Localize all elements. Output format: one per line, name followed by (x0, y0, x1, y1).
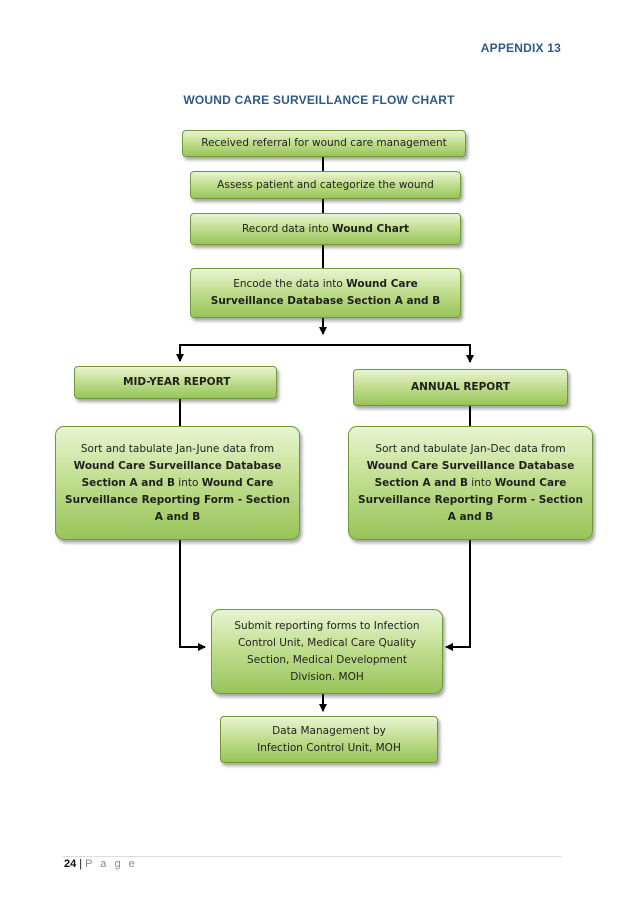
step-text-line: Encode the data into Wound Care (233, 276, 418, 293)
step-text-segment: Wound Care Surveillance Database (366, 459, 575, 472)
step-text-segment: MID-YEAR REPORT (123, 376, 231, 388)
step-text-line: Data Management by (272, 723, 386, 740)
step-text-line: Wound Care Surveillance Database (367, 458, 575, 475)
step-record-data: Record data into Wound Chart (190, 213, 461, 245)
step-text-line: Section, Medical Development (247, 652, 407, 669)
flowchart-title: WOUND CARE SURVEILLANCE FLOW CHART (183, 93, 455, 107)
step-text-segment: Section A and B (81, 476, 175, 489)
step-text-segment: Record data into (241, 222, 333, 235)
step-text-segment: Wound Chart (332, 222, 410, 235)
step-text-line: Section A and B into Wound Care (82, 475, 274, 492)
step-text-segment: A and B (154, 510, 201, 523)
step-text-segment: Wound Care (494, 476, 567, 489)
step-text-line: Section A and B into Wound Care (375, 475, 567, 492)
step-text-segment: Wound Care Surveillance Database (73, 459, 282, 472)
step-text-line: A and B (155, 509, 201, 526)
step-text-line: Received referral for wound care managem… (201, 135, 446, 152)
step-text-line: Infection Control Unit, MOH (257, 740, 401, 757)
step-text-line: MID-YEAR REPORT (123, 374, 230, 391)
page-footer: 24|P a g e (64, 858, 137, 870)
step-text-line: Surveillance Database Section A and B (211, 293, 440, 310)
step-text-line: Sort and tabulate Jan-Dec data from (375, 441, 565, 458)
step-text-line: A and B (448, 509, 494, 526)
step-text-segment: Received referral for wound care managem… (201, 137, 447, 149)
step-text-line: Surveillance Reporting Form - Section (358, 492, 583, 509)
step-assess-patient: Assess patient and categorize the wound (190, 171, 461, 199)
step-text-line: Wound Care Surveillance Database (74, 458, 282, 475)
step-text-line: Submit reporting forms to Infection (234, 618, 419, 635)
step-text-segment: Wound Care (201, 476, 274, 489)
step-text-segment: Submit reporting forms to Infection (234, 619, 420, 632)
footer-separator: | (79, 858, 83, 870)
step-text-segment: Control Unit, Medical Care Quality (237, 636, 417, 649)
step-text-segment: Infection Control Unit, MOH (257, 741, 401, 754)
step-text-line: Control Unit, Medical Care Quality (238, 635, 416, 652)
mid-year-report-box: MID-YEAR REPORT (74, 366, 277, 399)
step-data-management: Data Management by Infection Control Unit… (220, 716, 438, 763)
annual-report-box: ANNUAL REPORT (353, 369, 568, 406)
step-text-line: Sort and tabulate Jan-June data from (81, 441, 274, 458)
step-text-segment: Division. MOH (290, 670, 364, 683)
step-text-segment: into (467, 476, 495, 489)
footer-rule (62, 856, 562, 857)
step-text-line: Division. MOH (290, 669, 364, 686)
step-text-segment: Section, Medical Development (247, 653, 407, 666)
step-text-segment: Section A and B (374, 476, 468, 489)
step-text-segment: Sort and tabulate Jan-Dec data from (375, 442, 566, 455)
page-number: 24 (64, 858, 77, 870)
appendix-label: APPENDIX 13 (480, 41, 561, 55)
step-text-segment: into (174, 476, 202, 489)
step-text-line: Surveillance Reporting Form - Section (65, 492, 290, 509)
step-received-referral: Received referral for wound care managem… (182, 130, 466, 157)
step-text-segment: ANNUAL REPORT (410, 381, 511, 393)
step-text-line: Record data into Wound Chart (242, 221, 409, 238)
step-text-line: ANNUAL REPORT (411, 379, 510, 396)
step-text-segment: Surveillance Reporting Form - Section (65, 493, 290, 506)
step-text-segment: Surveillance Database Section A and B (210, 295, 441, 307)
step-text-segment: Wound Care (346, 278, 418, 290)
step-text-segment: Encode the data into (233, 278, 347, 290)
step-text-line: Assess patient and categorize the wound (217, 177, 434, 194)
step-text-segment: Sort and tabulate Jan-June data from (80, 442, 275, 455)
step-text-segment: A and B (447, 510, 494, 523)
step-text-segment: Data Management by (272, 724, 386, 737)
step-text-segment: Assess patient and categorize the wound (217, 178, 434, 191)
page-word: P a g e (85, 858, 138, 870)
step-text-segment: Surveillance Reporting Form - Section (358, 493, 583, 506)
